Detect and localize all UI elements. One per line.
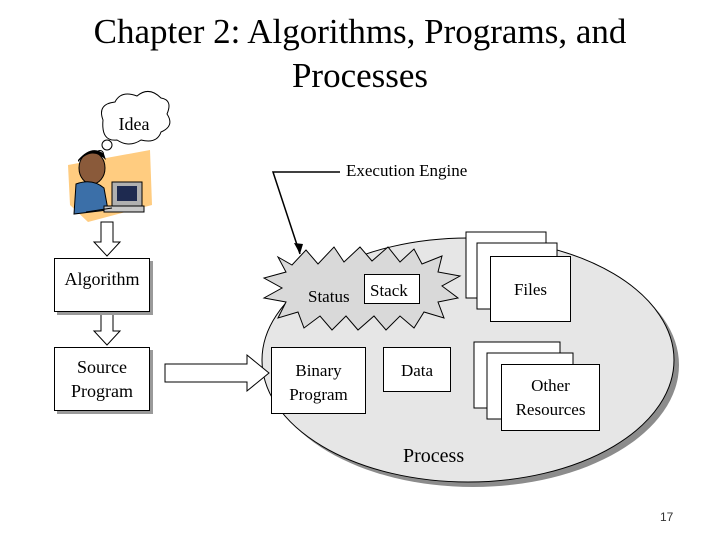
binary-program-label: Binary Program [289, 361, 348, 404]
source-program-label: Source Program [71, 357, 133, 401]
page-number: 17 [660, 510, 674, 524]
data-box [383, 347, 451, 392]
thought-cloud-icon [92, 91, 171, 164]
down-arrow-icon [92, 221, 122, 257]
down-arrow-icon [92, 310, 122, 346]
status-label: Status [308, 287, 350, 306]
process-label: Process [403, 445, 465, 467]
other-resources-label: Other Resources [515, 376, 586, 419]
files-box [490, 256, 571, 322]
algorithm-box: Algorithm [54, 258, 150, 312]
data-label: Data [400, 361, 434, 380]
right-arrow-icon [164, 353, 270, 393]
files-label: Files [513, 280, 548, 299]
idea-label: Idea [118, 114, 150, 134]
other-resources-box [501, 364, 600, 431]
person-at-computer-icon [68, 150, 152, 222]
execution-engine-starburst [262, 246, 462, 331]
source-program-box: Source Program [54, 347, 150, 411]
algorithm-label: Algorithm [64, 269, 140, 289]
engine-pointer-line [271, 171, 340, 255]
stack-box [364, 274, 420, 304]
slide-title: Chapter 2: Algorithms, Programs, and Pro… [93, 12, 627, 95]
execution-engine-label: Execution Engine [346, 161, 468, 180]
binary-program-box [271, 347, 366, 414]
stack-label: Stack [370, 281, 408, 300]
